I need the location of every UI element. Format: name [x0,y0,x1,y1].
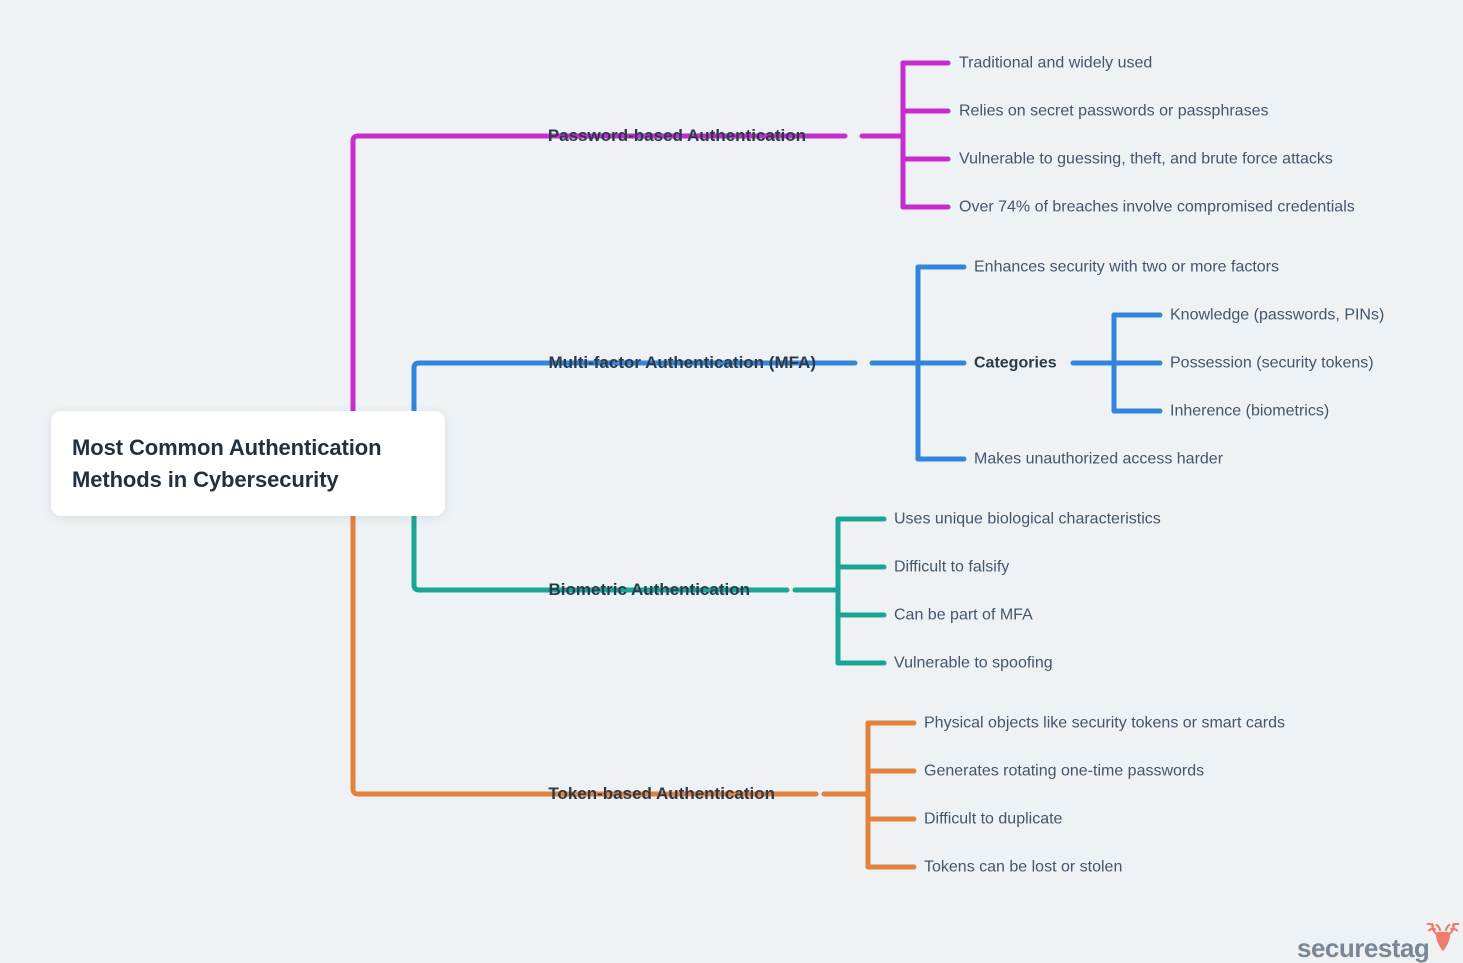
branch-label-biometric[interactable]: Biometric Authentication [548,579,751,599]
leaf-biometric-2[interactable]: Can be part of MFA [894,606,1033,624]
trunk-biometric [411,505,790,593]
leaf-password-1[interactable]: Relies on secret passwords or passphrase… [959,102,1269,120]
leaf-token-0[interactable]: Physical objects like security tokens or… [924,714,1286,732]
leaf-mfa-categories[interactable]: Categories [974,354,1057,372]
leaf-token-2[interactable]: Difficult to duplicate [924,810,1063,828]
branch-label-token[interactable]: Token-based Authentication [548,783,775,803]
leaf-categories-1[interactable]: Possession (security tokens) [1170,354,1374,372]
root-node-title: Most Common Authentication Methods in Cy… [51,432,401,496]
leaf-categories-0[interactable]: Knowledge (passwords, PINs) [1170,306,1385,324]
branch-label-mfa[interactable]: Multi-factor Authentication (MFA) [548,352,816,372]
leaf-password-2[interactable]: Vulnerable to guessing, theft, and brute… [959,150,1333,168]
leaf-token-1[interactable]: Generates rotating one-time passwords [924,762,1205,780]
leaf-password-3[interactable]: Over 74% of breaches involve compromised… [959,198,1355,216]
leaf-biometric-0[interactable]: Uses unique biological characteristics [894,510,1161,528]
leaf-biometric-3[interactable]: Vulnerable to spoofing [894,654,1053,672]
leaf-mfa-2[interactable]: Makes unauthorized access harder [974,450,1224,468]
root-node-card[interactable]: Most Common Authentication Methods in Cy… [51,411,445,516]
leaf-mfa-0[interactable]: Enhances security with two or more facto… [974,258,1280,276]
branch-connectors-token [350,455,917,870]
root-title-line-1: Most Common Authentication [72,434,382,460]
leaf-biometric-1[interactable]: Difficult to falsify [894,558,1010,576]
branch-connectors-password [350,60,951,473]
leaf-token-3[interactable]: Tokens can be lost or stolen [924,858,1123,876]
brand-logo: securestag [1297,918,1463,961]
leaf-categories-2[interactable]: Inherence (biometrics) [1170,402,1330,420]
root-title-line-2: Methods in Cybersecurity [72,466,339,492]
branch-label-password[interactable]: Password-based Authentication [547,125,806,145]
brand-logo-text: securestag [1297,933,1430,963]
leaf-password-0[interactable]: Traditional and widely used [959,54,1153,72]
stag-head-icon [1423,918,1463,963]
